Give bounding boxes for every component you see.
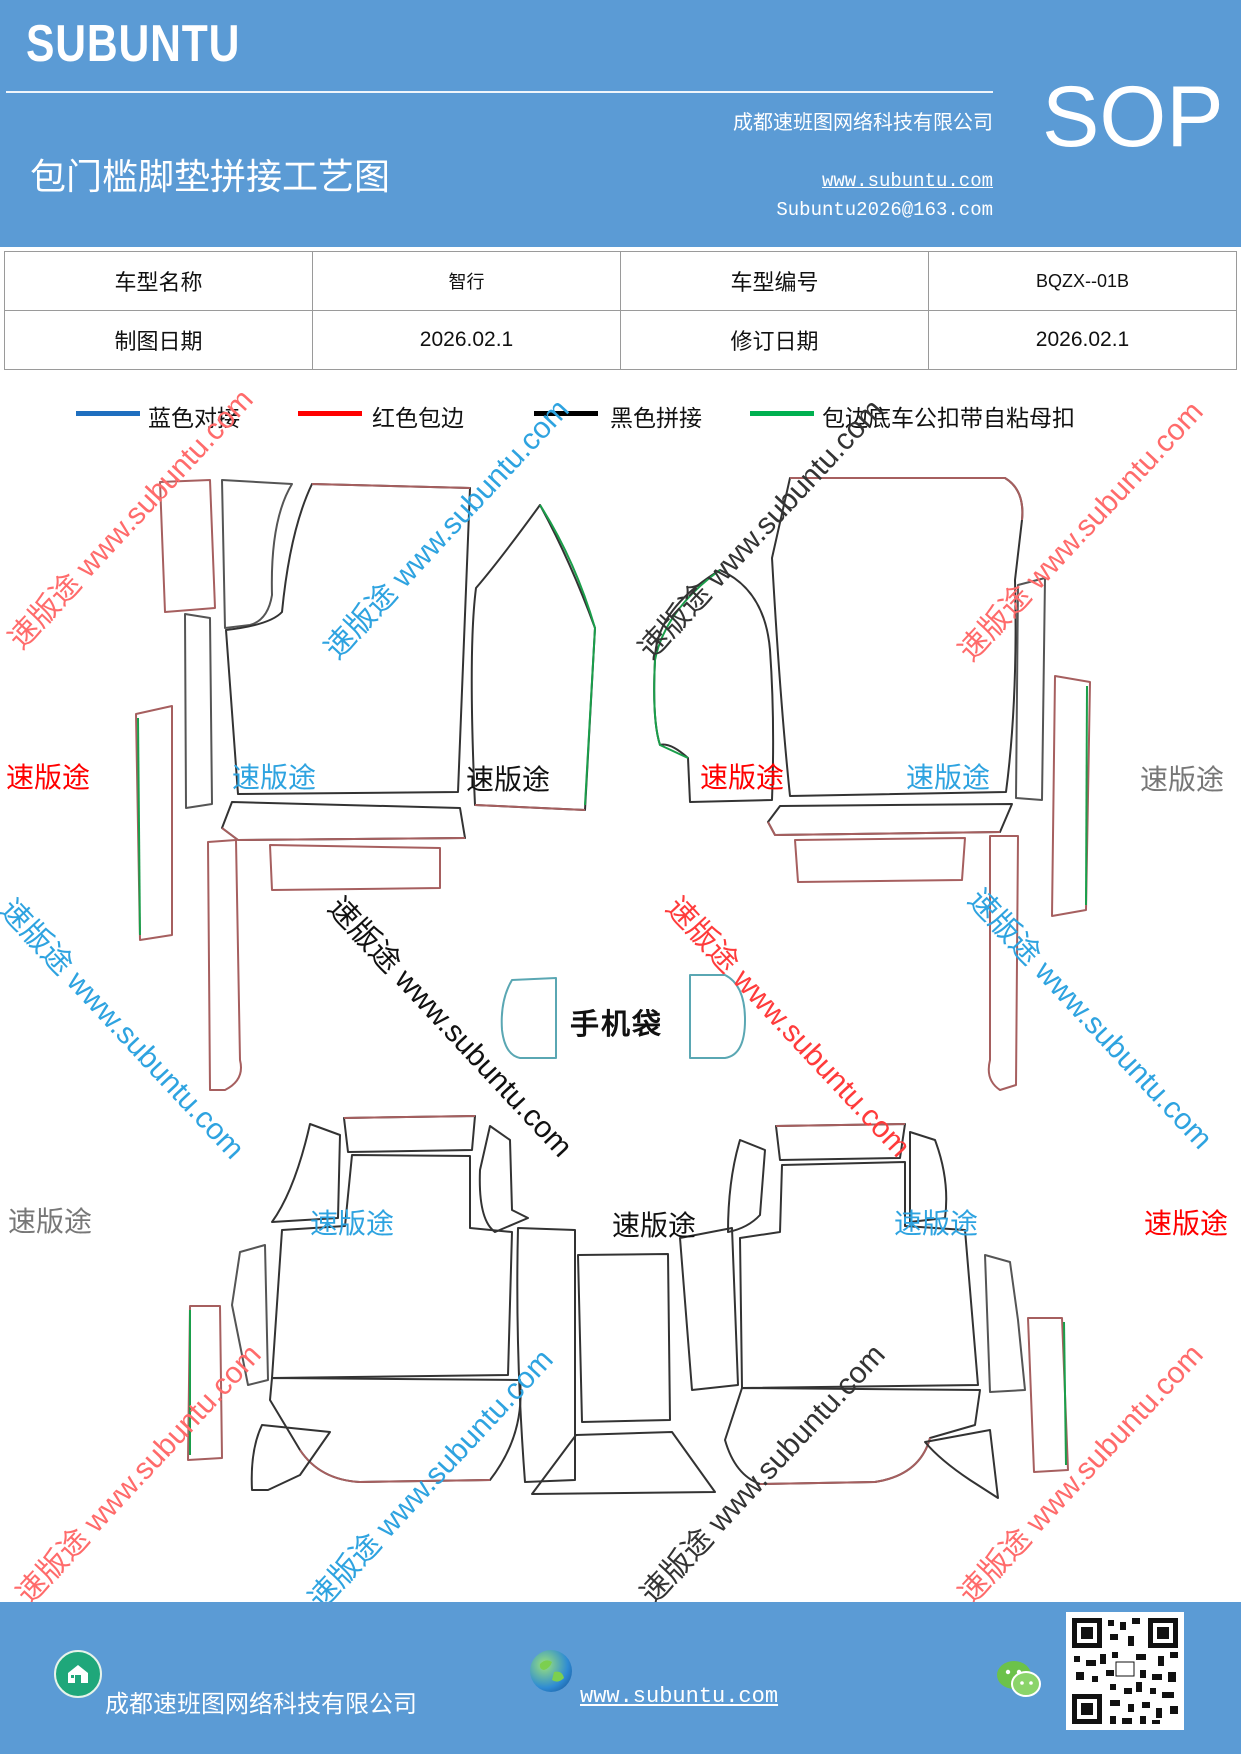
mat-piece <box>250 1424 331 1491</box>
mat-piece <box>470 504 596 811</box>
revision-date-label: 修订日期 <box>620 310 929 370</box>
legend-swatch-red <box>298 411 362 416</box>
mat-piece <box>767 803 1013 836</box>
mat-piece <box>221 479 293 629</box>
legend-label: 红色包边 <box>372 406 464 432</box>
legend-item-black: 黑色拼接 <box>534 394 734 434</box>
mat-piece <box>225 483 471 795</box>
mat-piece <box>794 837 966 883</box>
footer-banner: 成都速班图网络科技有限公司 www.subuntu.com <box>0 1602 1241 1754</box>
legend-label: 包边底车公扣带自粘母扣 <box>822 406 1075 432</box>
header-banner: SUBUNTU 成都速班图网络科技有限公司 包门槛脚垫拼接工艺图 www.sub… <box>0 0 1241 247</box>
mat-piece <box>775 1123 906 1161</box>
phone-bag-piece-left <box>500 977 557 1059</box>
mat-piece <box>159 479 216 613</box>
mat-piece <box>135 705 173 941</box>
model-name-value: 智行 <box>312 251 621 311</box>
mat-piece <box>184 613 213 809</box>
mat-piece <box>727 1139 766 1233</box>
phone-bag-piece-right <box>689 974 746 1059</box>
mat-piece <box>653 569 775 803</box>
globe-icon <box>530 1650 572 1692</box>
document-title: 包门槛脚垫拼接工艺图 <box>30 157 391 198</box>
watermark: 速版途 <box>6 761 91 794</box>
legend-swatch-black <box>534 411 598 416</box>
legend-label: 黑色拼接 <box>610 406 702 432</box>
vehicle-info-table: 车型名称 智行 车型编号 BQZX--01B 制图日期 2026.02.1 修订… <box>4 251 1237 370</box>
mat-piece <box>984 1254 1026 1393</box>
mat-piece <box>1027 1317 1069 1473</box>
watermark: 速版途 <box>612 1209 697 1242</box>
mat-piece <box>516 1227 576 1483</box>
legend-item-green: 包边底车公扣带自粘母扣 <box>750 394 1110 434</box>
model-name-label: 车型名称 <box>4 251 313 311</box>
mat-piece <box>531 1431 716 1495</box>
header-divider <box>6 91 993 93</box>
header-company: 成都速班图网络科技有限公司 <box>733 110 993 134</box>
drawing-date-label: 制图日期 <box>4 310 313 370</box>
watermark: 速版途 <box>466 763 551 796</box>
qr-code <box>1066 1612 1184 1730</box>
drawing-date-value: 2026.02.1 <box>312 310 621 370</box>
revision-date-value: 2026.02.1 <box>928 310 1237 370</box>
watermark: 速版途 <box>232 761 317 794</box>
mat-piece <box>271 1123 341 1223</box>
table-row: 车型名称 智行 车型编号 BQZX--01B <box>4 251 1237 311</box>
mat-piece <box>987 835 1019 1091</box>
mat-piece <box>187 1305 223 1461</box>
watermark: 速版途 <box>310 1207 395 1240</box>
mat-piece <box>909 1131 948 1223</box>
mat-splicing-diagram <box>135 477 1091 1499</box>
mat-piece <box>231 1244 269 1386</box>
watermark: 速版途 <box>906 761 991 794</box>
model-code-label: 车型编号 <box>620 251 929 311</box>
mat-piece <box>771 477 1024 797</box>
watermark: 速版途 <box>700 761 785 794</box>
mat-piece <box>577 1253 671 1423</box>
footer-website-link[interactable]: www.subuntu.com <box>580 1684 779 1709</box>
header-email: Subuntu2026@163.com <box>776 199 993 221</box>
mat-piece <box>269 1377 522 1483</box>
mat-piece <box>221 801 466 841</box>
watermark: 速版途 <box>1140 763 1225 796</box>
footer-company: 成都速班图网络科技有限公司 <box>105 1690 417 1718</box>
brand-logo: SUBUNTU <box>26 15 241 73</box>
table-row: 制图日期 2026.02.1 修订日期 2026.02.1 <box>4 310 1237 370</box>
legend-swatch-blue <box>76 411 140 416</box>
legend-label: 蓝色对接 <box>148 406 240 432</box>
model-code-value: BQZX--01B <box>928 251 1237 311</box>
wechat-icon[interactable] <box>995 1656 1043 1702</box>
watermark: 速版途 <box>894 1207 979 1240</box>
mat-piece <box>739 1161 979 1389</box>
mat-piece <box>271 1154 513 1379</box>
mat-piece <box>478 1125 529 1233</box>
legend-item-red: 红色包边 <box>298 394 498 434</box>
mat-piece <box>1015 577 1046 801</box>
mat-piece <box>269 844 441 891</box>
phone-bag-label: 手机袋 <box>570 1007 664 1041</box>
header-website-link[interactable]: www.subuntu.com <box>821 170 993 192</box>
watermark: 速版途 <box>1144 1207 1229 1240</box>
sop-badge: SOP <box>1042 69 1224 165</box>
legend-swatch-green <box>750 411 814 416</box>
mat-piece <box>679 1227 739 1391</box>
mat-piece <box>1051 675 1091 917</box>
mat-piece <box>207 839 242 1091</box>
watermark: 速版途 <box>8 1205 93 1238</box>
mat-piece <box>924 1429 999 1499</box>
home-icon <box>54 1650 102 1698</box>
mat-piece <box>343 1115 476 1153</box>
legend-item-blue: 蓝色对接 <box>76 394 276 434</box>
